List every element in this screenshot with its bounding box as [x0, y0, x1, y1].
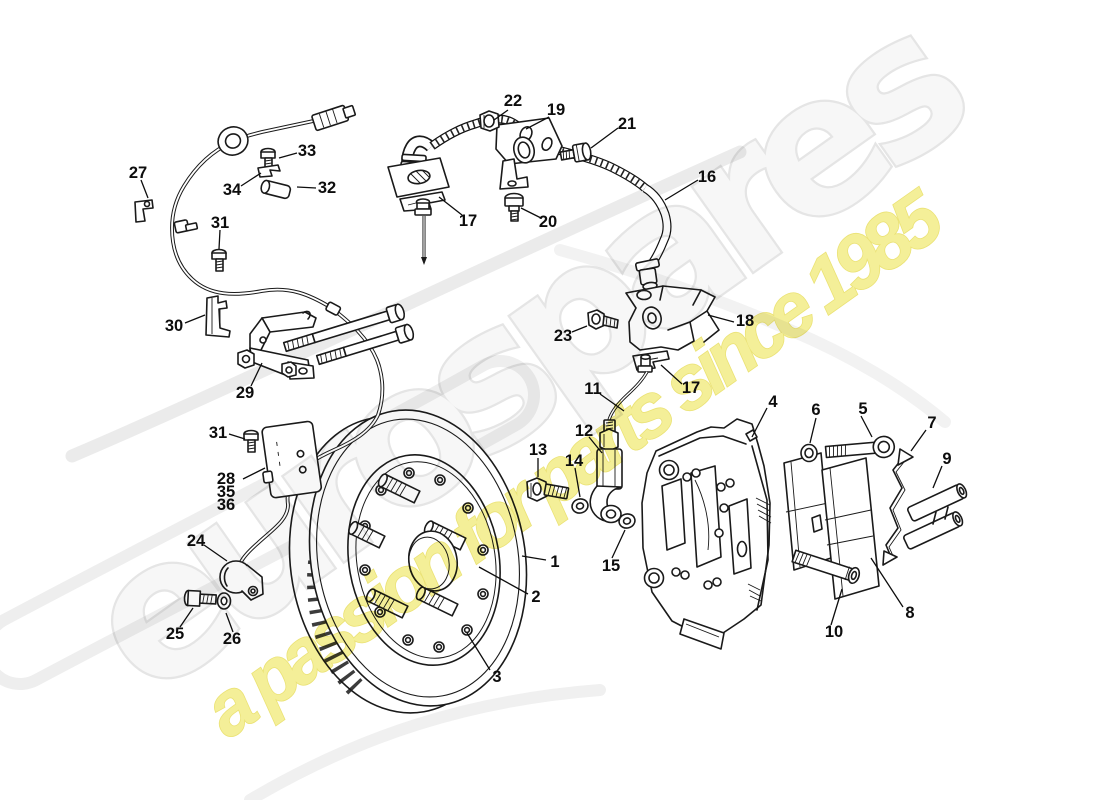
callout-29: 29 — [236, 384, 254, 402]
callout-labels: 22 19 21 16 17 20 27 33 34 32 31 30 29 3… — [129, 92, 952, 686]
callout-32: 32 — [318, 179, 336, 197]
callout-20: 20 — [539, 213, 557, 231]
brake-pipe-11 — [607, 353, 653, 421]
callout-16: 16 — [698, 168, 716, 186]
washer-6 — [800, 443, 818, 463]
bolt-31-lower — [243, 429, 259, 453]
callout-17b: 17 — [682, 379, 700, 397]
cable-ferrule — [325, 301, 342, 316]
sealing-washer-14 — [571, 498, 589, 514]
callout-31a: 31 — [211, 214, 229, 232]
callout-2: 2 — [531, 588, 540, 606]
cable-connector — [311, 104, 357, 132]
sensor-plate-28 — [261, 420, 323, 499]
wheel-studs — [348, 473, 467, 619]
caliper-bolt-5 — [824, 435, 896, 459]
long-bolt-a — [282, 303, 406, 353]
brake-caliper — [641, 418, 772, 650]
callout-25: 25 — [166, 625, 184, 643]
brake-disc — [288, 409, 528, 714]
callout-26: 26 — [223, 630, 241, 648]
callout-11: 11 — [584, 380, 601, 398]
callout-17a: 17 — [459, 212, 477, 230]
pad-pin-10 — [791, 549, 861, 585]
callout-9: 9 — [942, 450, 951, 468]
leader-lines — [140, 109, 943, 671]
callout-33: 33 — [298, 142, 316, 160]
callout-19: 19 — [547, 101, 565, 119]
bracket-29-assembly — [237, 303, 415, 380]
abs-sensor-cable-assembly — [134, 104, 415, 610]
callout-35: 35 — [217, 483, 235, 501]
callout-5: 5 — [858, 400, 867, 418]
pad-retainer-clip-7 — [882, 448, 914, 566]
sensor-bolt-25 — [183, 589, 217, 607]
banjo-bolt-13 — [526, 477, 570, 502]
banjo-union-12 — [589, 419, 623, 524]
callout-21: 21 — [618, 115, 636, 133]
hose-mount-bracket-18 — [625, 285, 720, 351]
screw-33 — [260, 147, 276, 168]
clip-34 — [257, 164, 281, 178]
sealing-washer-15 — [618, 513, 636, 529]
brake-hose-assembly — [387, 110, 672, 291]
callout-24: 24 — [187, 532, 206, 550]
callout-3: 3 — [492, 668, 501, 686]
callout-10: 10 — [825, 623, 843, 641]
callout-6: 6 — [811, 401, 820, 419]
hose-end-16 — [634, 184, 672, 291]
callout-30: 30 — [165, 317, 183, 335]
brake-pads — [783, 452, 880, 600]
bolt-20 — [504, 192, 524, 222]
callout-34: 34 — [223, 181, 242, 199]
bracket-30 — [205, 295, 231, 338]
bolt-21 — [559, 142, 592, 163]
callout-4: 4 — [768, 393, 778, 411]
callout-8: 8 — [905, 604, 914, 622]
callout-27: 27 — [129, 164, 147, 182]
guide-tubes-9 — [903, 483, 968, 550]
callout-14: 14 — [565, 452, 584, 470]
sleeve-32 — [260, 179, 292, 200]
callout-1: 1 — [550, 553, 559, 571]
callout-7: 7 — [927, 414, 936, 432]
callout-31b: 31 — [209, 424, 227, 442]
callout-36: 36 — [217, 496, 235, 514]
bleed-tube — [414, 198, 432, 265]
callout-13: 13 — [529, 441, 547, 459]
callout-23: 23 — [554, 327, 572, 345]
callout-28: 28 — [217, 470, 235, 488]
abs-sensor-24 — [219, 560, 264, 601]
callout-15: 15 — [602, 557, 620, 575]
bolt-31-upper — [211, 248, 227, 272]
bolt-23 — [587, 309, 619, 330]
hose-nut-22 — [479, 110, 500, 132]
long-bolt-b — [315, 323, 415, 366]
callout-18: 18 — [736, 312, 754, 330]
callout-12: 12 — [575, 422, 593, 440]
callout-22: 22 — [504, 92, 522, 110]
cable-clamp — [173, 219, 199, 234]
sensor-washer-26 — [216, 592, 232, 610]
